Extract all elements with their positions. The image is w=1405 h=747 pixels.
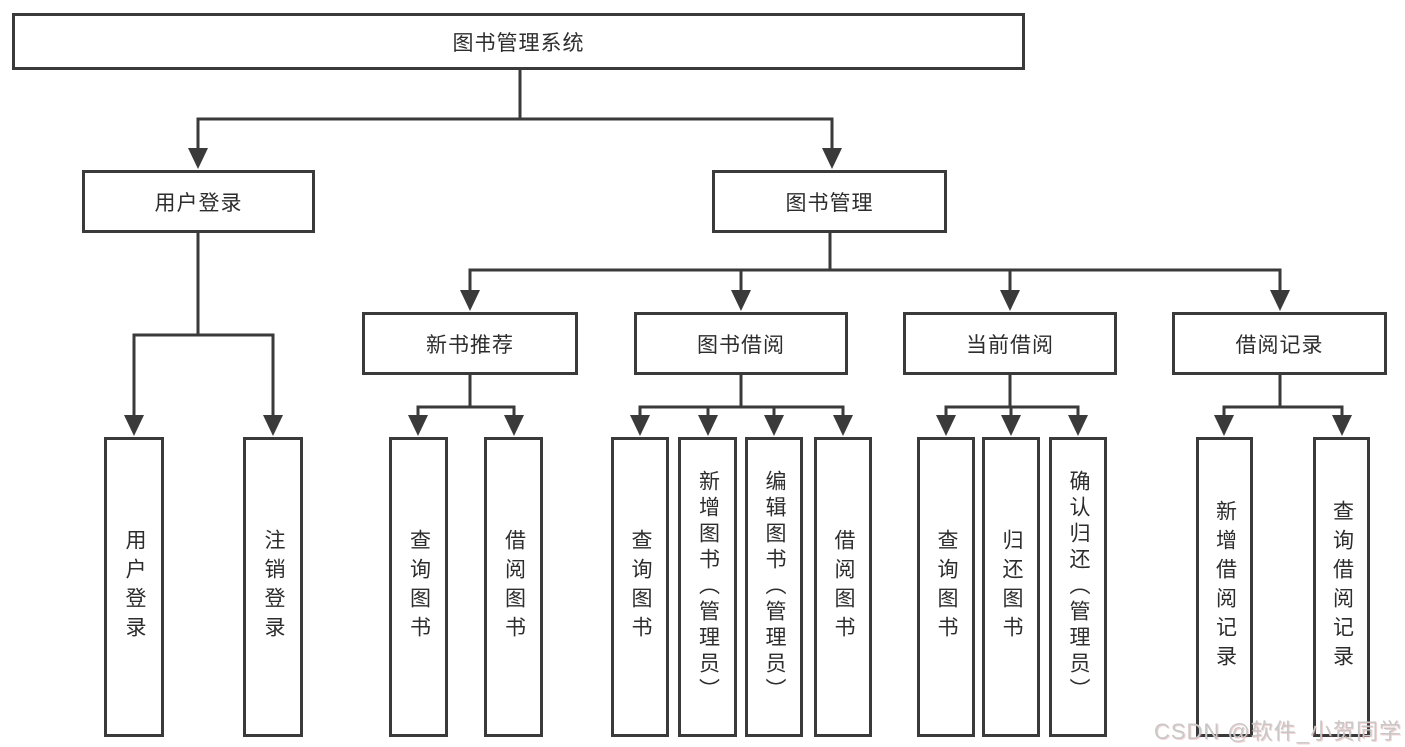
node-query-borrow-record: 查询借阅记录 bbox=[1313, 437, 1370, 737]
node-label: 查询图书 bbox=[629, 529, 653, 645]
node-borrow-books: 借阅图书 bbox=[814, 437, 872, 737]
node-label: 查询图书 bbox=[407, 529, 431, 645]
node-book-management: 图书管理 bbox=[712, 170, 947, 233]
node-label: 新增借阅记录 bbox=[1213, 500, 1237, 674]
csdn-watermark: CSDN @软件_小贺同学 bbox=[1153, 719, 1402, 744]
node-label: 查询借阅记录 bbox=[1330, 500, 1354, 674]
node-add-books-admin: 新增图书（管理员） bbox=[678, 437, 737, 737]
node-new-book-recommend: 新书推荐 bbox=[362, 312, 578, 375]
node-user-login: 用户登录 bbox=[82, 170, 315, 233]
node-label: 借阅图书 bbox=[832, 529, 856, 645]
node-return-books: 归还图书 bbox=[982, 437, 1040, 737]
node-label: 新书推荐 bbox=[426, 333, 514, 357]
node-label: 借阅记录 bbox=[1235, 333, 1324, 357]
node-label: 借阅图书 bbox=[502, 529, 526, 645]
node-label: 编辑图书（管理员） bbox=[763, 470, 787, 704]
node-label: 用户登录 bbox=[123, 529, 147, 645]
node-label: 当前借阅 bbox=[966, 333, 1054, 357]
node-label: 图书管理系统 bbox=[452, 31, 585, 55]
node-query-books-current: 查询图书 bbox=[917, 437, 975, 737]
node-label: 归还图书 bbox=[1000, 529, 1024, 645]
node-label: 查询图书 bbox=[935, 529, 959, 645]
node-add-borrow-record: 新增借阅记录 bbox=[1196, 437, 1253, 737]
node-logout: 注销登录 bbox=[243, 437, 303, 737]
node-label: 图书管理 bbox=[785, 191, 874, 215]
node-label: 注销登录 bbox=[262, 529, 286, 645]
node-label: 确认归还（管理员） bbox=[1067, 470, 1091, 704]
node-library-system: 图书管理系统 bbox=[12, 13, 1025, 70]
node-query-books-borrow: 查询图书 bbox=[611, 437, 669, 737]
node-label: 新增图书（管理员） bbox=[696, 470, 720, 704]
node-borrow-books-recommend: 借阅图书 bbox=[484, 437, 543, 737]
node-borrowing-records: 借阅记录 bbox=[1172, 312, 1387, 375]
node-label: 图书借阅 bbox=[697, 333, 785, 357]
node-current-borrowing: 当前借阅 bbox=[903, 312, 1117, 375]
node-book-borrowing: 图书借阅 bbox=[634, 312, 848, 375]
node-query-books-recommend: 查询图书 bbox=[389, 437, 448, 737]
node-user-login-leaf: 用户登录 bbox=[104, 437, 164, 737]
node-edit-books-admin: 编辑图书（管理员） bbox=[745, 437, 803, 737]
node-confirm-return-admin: 确认归还（管理员） bbox=[1049, 437, 1107, 737]
node-label: 用户登录 bbox=[154, 191, 243, 215]
